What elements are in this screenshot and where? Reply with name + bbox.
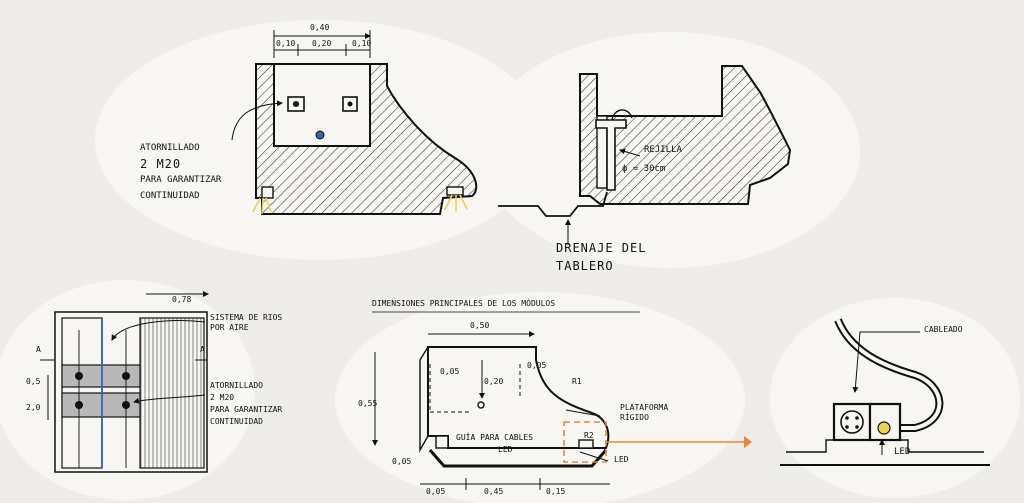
plan-note-2: 2 M20 [210,393,235,402]
modules-label-fuerza-2: RÍGIDO [620,413,649,422]
modules-dim-d1: 0,05 [440,367,460,376]
dim-total: 0,40 [310,23,330,32]
dim-b: 0,20 [312,39,332,48]
detail-cableado: CABLEADO [924,325,963,334]
detail-drawing [780,318,990,466]
section-1-note-1: ATORNILLADO [140,143,200,153]
modules-dim-inner: 0,20 [484,377,504,386]
modules-dim-bottom-1: 0,05 [426,487,446,496]
modules-label-guia: GUÍA PARA CABLES [456,433,534,442]
dim-c: 0,10 [352,39,372,48]
modules-dim-d2: 0,05 [527,361,547,370]
section-2-bottom-1: DRENAJE DEL [556,241,647,255]
plan-note-1: ATORNILLADO [210,381,263,390]
modules-drawing [372,311,752,490]
section-1-note-4: CONTINUIDAD [140,191,200,201]
modules-dim-bottom-2: 0,45 [484,487,504,496]
section-2-drawing [498,65,792,245]
section-mark-right: A [200,345,205,354]
plan-note-4: CONTINUIDAD [210,417,263,426]
section-2-label-1: REJILLA [644,145,682,155]
plan-drawing [40,291,209,473]
modules-r-outer: R1 [572,377,582,386]
plan-label-2: POR AIRE [210,323,249,332]
modules-label-led-2: LED [614,455,629,464]
plan-dim-top: 0,78 [172,295,192,304]
section-1-note-2: 2 M20 [140,157,182,171]
plan-label-1: SISTEMA DE RIOS [210,313,283,322]
section-1-drawing [231,30,478,215]
section-2-label-2: ϕ = 30cm [622,164,666,174]
plan-side-dim-1: 0,5 [26,377,41,386]
section-1-note-3: PARA GARANTIZAR [140,175,222,185]
section-2-bottom-2: TABLERO [556,259,614,273]
modules-r-inner: R2 [584,431,594,440]
detail-led: LED [894,447,911,457]
dim-a: 0,10 [276,39,296,48]
modules-dim-width: 0,50 [470,321,490,330]
modules-label-led-1: LED [498,445,513,454]
modules-dim-height: 0,55 [358,399,378,408]
modules-title: DIMENSIONES PRINCIPALES DE LOS MÓDULOS [372,299,556,308]
modules-dim-bottom-3: 0,15 [546,487,566,496]
modules-dim-left: 0,05 [392,457,412,466]
plan-side-dim-2: 2,0 [26,403,41,412]
section-mark-left: A [36,345,41,354]
modules-label-fuerza: PLATAFORMA [620,403,669,412]
plan-note-3: PARA GARANTIZAR [210,405,283,414]
